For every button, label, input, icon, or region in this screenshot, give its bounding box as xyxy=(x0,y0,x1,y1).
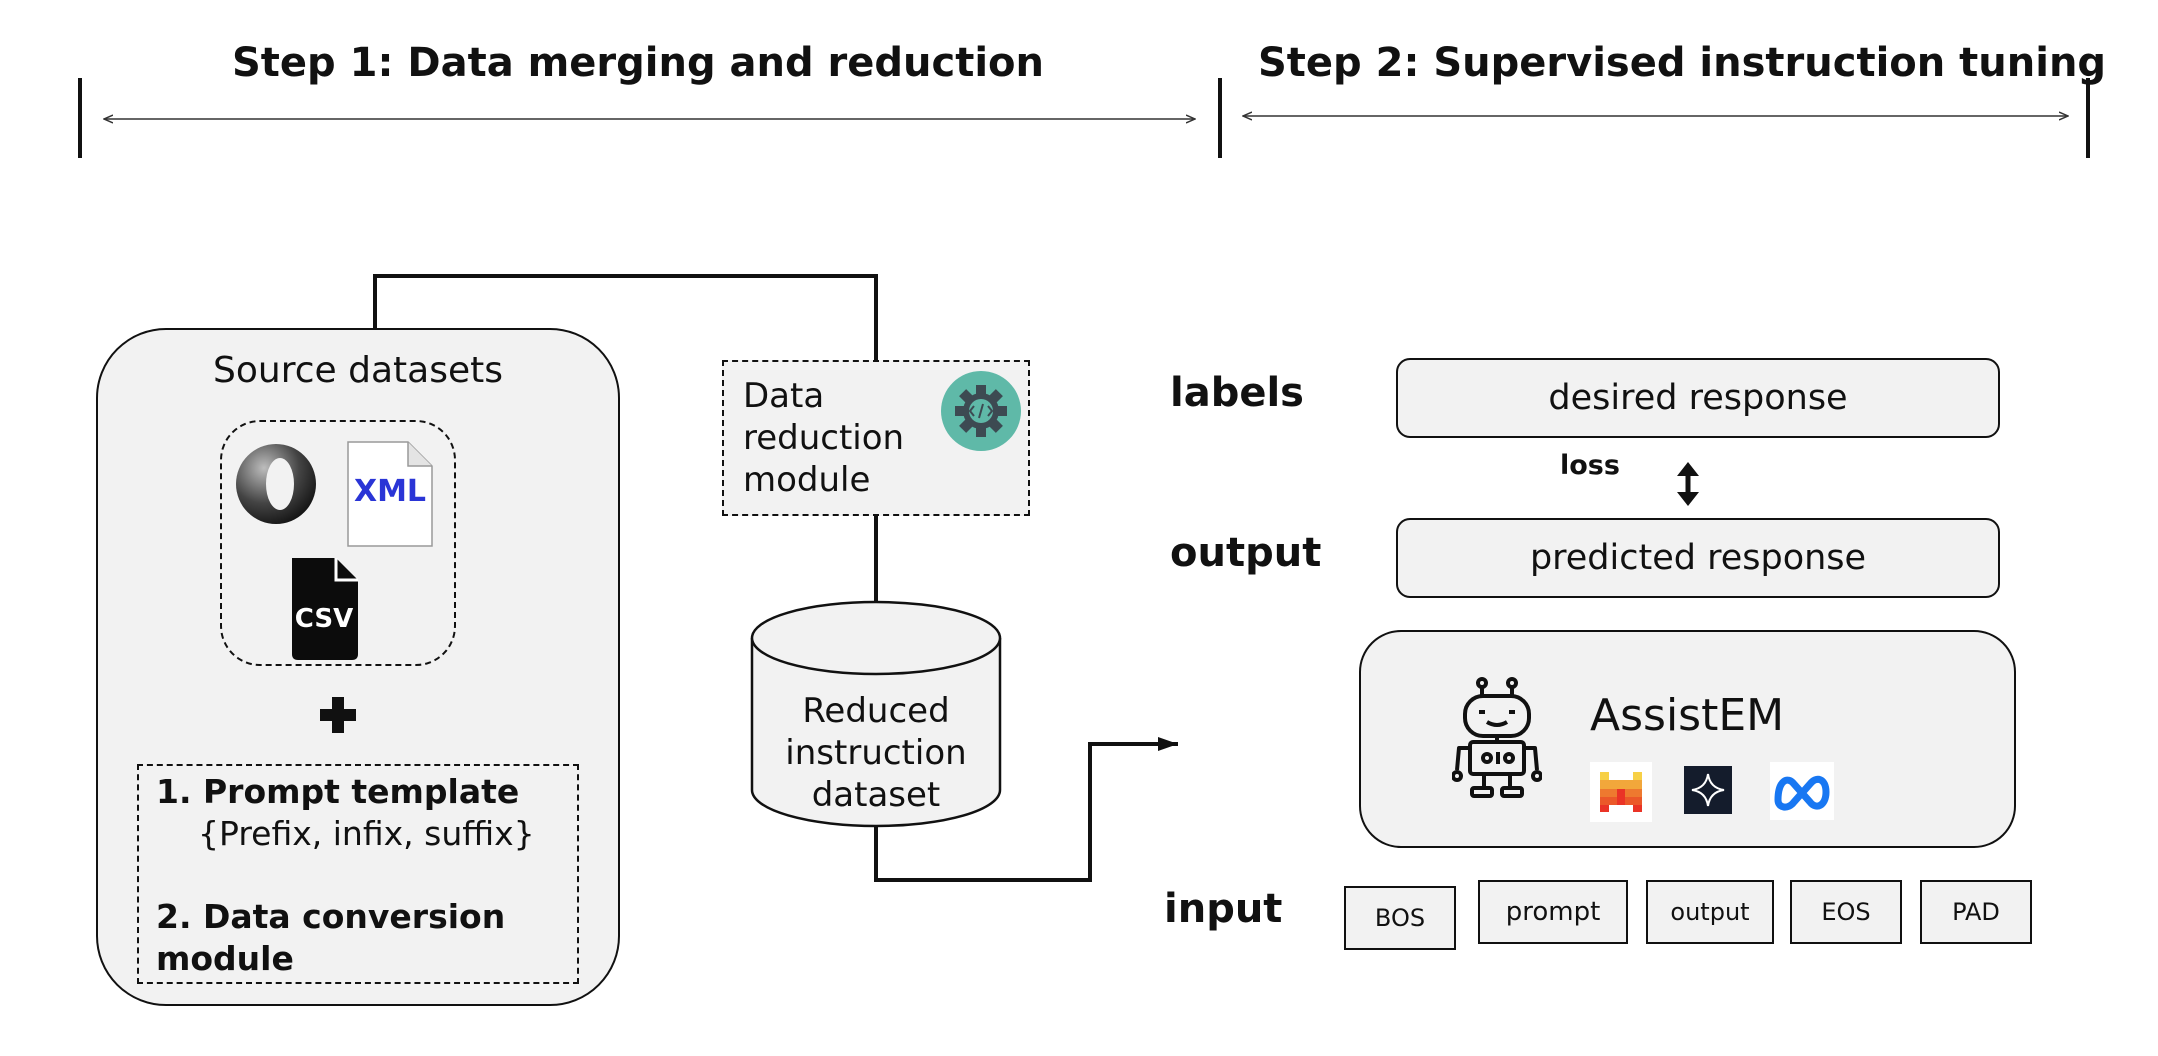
source-to-reduction-connector xyxy=(373,274,878,360)
robot-icon xyxy=(1452,677,1542,798)
json-icon xyxy=(236,444,316,524)
token-output: output xyxy=(1646,880,1774,944)
dataset-cylinder xyxy=(750,600,1002,828)
dataset-line1: Reduced xyxy=(802,691,950,731)
prompt-template-label: 1. Prompt template xyxy=(156,772,520,811)
token-eos: EOS xyxy=(1790,880,1902,944)
desired-response-box: desired response xyxy=(1396,358,2000,438)
data-conversion-label-line1: 2. Data conversion xyxy=(156,897,506,936)
data-conversion-label-line2: module xyxy=(156,939,294,978)
source-datasets-title: Source datasets xyxy=(213,350,503,391)
dataset-line3: dataset xyxy=(811,775,941,815)
gear-code-icon xyxy=(941,371,1021,451)
template-conversion-box xyxy=(137,764,579,984)
csv-file-icon xyxy=(292,558,358,660)
labels-label: labels xyxy=(1170,370,1304,416)
model-name: AssistEM xyxy=(1590,690,1785,741)
reduction-line1: Data xyxy=(743,376,825,416)
file-icons-group xyxy=(220,420,456,666)
xml-file-icon xyxy=(347,441,433,547)
step1-title: Step 1: Data merging and reduction xyxy=(232,40,1045,86)
source-datasets-panel xyxy=(96,328,620,1006)
star-logo-icon xyxy=(1684,766,1732,814)
input-label: input xyxy=(1164,886,1283,932)
reduction-line2: reduction xyxy=(743,418,905,458)
reduction-line3: module xyxy=(743,460,871,500)
output-label: output xyxy=(1170,530,1322,576)
dataset-line2: instruction xyxy=(785,733,967,773)
plus-icon xyxy=(320,697,356,733)
token-pad: PAD xyxy=(1920,880,2032,944)
csv-label: CSV xyxy=(294,604,354,634)
mistral-logo-icon xyxy=(1590,762,1652,822)
prompt-template-detail: {Prefix, infix, suffix} xyxy=(198,814,535,853)
token-bos: BOS xyxy=(1344,886,1456,950)
step2-title: Step 2: Supervised instruction tuning xyxy=(1258,40,2107,86)
token-prompt: prompt xyxy=(1478,880,1628,944)
loss-label: loss xyxy=(1560,450,1620,481)
dataset-to-model-arrow xyxy=(874,737,1178,882)
xml-label: XML xyxy=(353,474,427,509)
loss-arrow-icon xyxy=(1677,462,1699,506)
predicted-response-box: predicted response xyxy=(1396,518,2000,598)
meta-logo-icon xyxy=(1770,762,1834,820)
